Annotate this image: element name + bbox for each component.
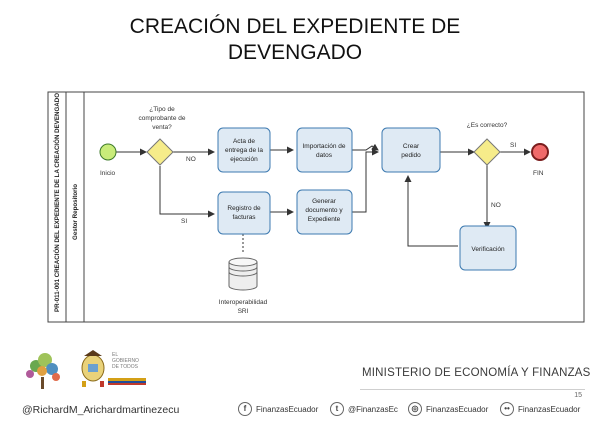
slide-title: CREACIÓN DEL EXPEDIENTE DE DEVENGADO bbox=[60, 14, 530, 66]
lane-label: Gestor Repositorio bbox=[72, 184, 79, 240]
task-acta-line3: ejecución bbox=[230, 156, 258, 163]
datastore-label-line1: Interoperabilidad bbox=[219, 299, 268, 306]
twitter-handle[interactable]: @RichardM_A bbox=[22, 404, 91, 416]
flag-stripe-blue bbox=[108, 381, 146, 383]
task-acta-line1: Acta de bbox=[233, 138, 255, 145]
task-importar-line1: Importación de bbox=[303, 143, 346, 150]
task-generar-line2: documento y bbox=[305, 207, 343, 214]
twitter-icon: t bbox=[330, 402, 344, 416]
task-acta-entrega bbox=[217, 127, 271, 173]
footer-divider bbox=[360, 389, 585, 390]
page-number: 15 bbox=[574, 392, 582, 399]
flow-generar-to-crear bbox=[352, 148, 379, 213]
flag-stripes bbox=[108, 378, 146, 381]
ministry-name: MINISTERIO DE ECONOMÍA Y FINANZAS bbox=[362, 367, 591, 379]
task-crear-line2: pedido bbox=[401, 152, 421, 159]
end-event bbox=[531, 143, 549, 161]
flow-no-label-1: NO bbox=[186, 156, 196, 163]
social-instagram[interactable]: ◎ FinanzasEcuador bbox=[408, 402, 488, 416]
flow-si-label-2: SI bbox=[510, 142, 516, 149]
task-generar-line1: Generar bbox=[312, 198, 337, 205]
task-generar-line3: Expediente bbox=[308, 216, 341, 223]
task-importacion-datos bbox=[296, 127, 353, 173]
flow-importar-to-crear bbox=[352, 143, 379, 151]
gateway-comprobante bbox=[146, 138, 174, 166]
task-crear-line1: Crear bbox=[403, 143, 420, 150]
social-flickr-label: FinanzasEcuador bbox=[518, 404, 581, 414]
government-mark: EL GOBIERNO DE TODOS bbox=[112, 352, 152, 370]
social-twitter[interactable]: t @FinanzasEc bbox=[330, 402, 398, 416]
pool-label: PR-011-001 CREACIÓN DEL EXPEDIENTE DE LA… bbox=[53, 93, 61, 312]
flow-no-label-2: NO bbox=[491, 202, 501, 209]
social-facebook-label: FinanzasEcuador bbox=[256, 404, 319, 414]
gateway1-label-line3: venta? bbox=[152, 124, 172, 131]
task-generar-documento bbox=[296, 189, 353, 235]
task-crear-pedido bbox=[381, 127, 441, 173]
task-verificacion-label: Verificación bbox=[471, 246, 505, 253]
flow-si-label-1: SI bbox=[181, 218, 187, 225]
task-verificacion bbox=[459, 225, 517, 271]
instagram-icon: ◎ bbox=[408, 402, 422, 416]
start-label: Inicio bbox=[100, 170, 116, 177]
task-registro-line2: facturas bbox=[232, 214, 256, 221]
task-registro-line1: Registro de bbox=[227, 205, 261, 212]
tree-logo bbox=[26, 353, 60, 389]
coat-of-arms-icon bbox=[81, 350, 105, 387]
task-registro-facturas bbox=[217, 191, 271, 235]
facebook-icon: f bbox=[238, 402, 252, 416]
social-instagram-label: FinanzasEcuador bbox=[426, 404, 489, 414]
gov-line-3: DE TODOS bbox=[112, 364, 138, 370]
end-label: FIN bbox=[533, 170, 544, 177]
gateway1-label-line1: ¿Tipo de bbox=[149, 106, 175, 113]
slide-title-line-1: CREACIÓN DEL EXPEDIENTE DE bbox=[129, 15, 461, 38]
social-twitter-label: @FinanzasEc bbox=[348, 404, 398, 414]
datastore-sri bbox=[228, 257, 258, 291]
gov-line-2: GOBIERNO bbox=[112, 358, 139, 364]
start-event bbox=[99, 143, 117, 161]
gateway2-label: ¿Es correcto? bbox=[467, 122, 508, 129]
flickr-icon: •• bbox=[500, 402, 514, 416]
social-flickr[interactable]: •• FinanzasEcuador bbox=[500, 402, 580, 416]
flag-stripe-red bbox=[108, 383, 146, 385]
flow-gateway1-to-registro bbox=[159, 166, 215, 218]
gateway1-label-line2: comprobante de bbox=[139, 115, 186, 122]
datastore-label-line2: SRI bbox=[238, 308, 249, 315]
website-handle[interactable]: richardmartinezecu bbox=[90, 404, 180, 416]
task-acta-line2: entrega de la bbox=[225, 147, 263, 154]
social-facebook[interactable]: f FinanzasEcuador bbox=[238, 402, 318, 416]
flow-verificacion-to-crear bbox=[404, 175, 458, 247]
gateway-es-correcto bbox=[473, 138, 501, 166]
task-importar-line2: datos bbox=[316, 152, 333, 159]
slide-title-line-2: DEVENGADO bbox=[227, 41, 363, 64]
pool bbox=[47, 91, 585, 323]
gov-line-1: EL bbox=[112, 352, 119, 358]
